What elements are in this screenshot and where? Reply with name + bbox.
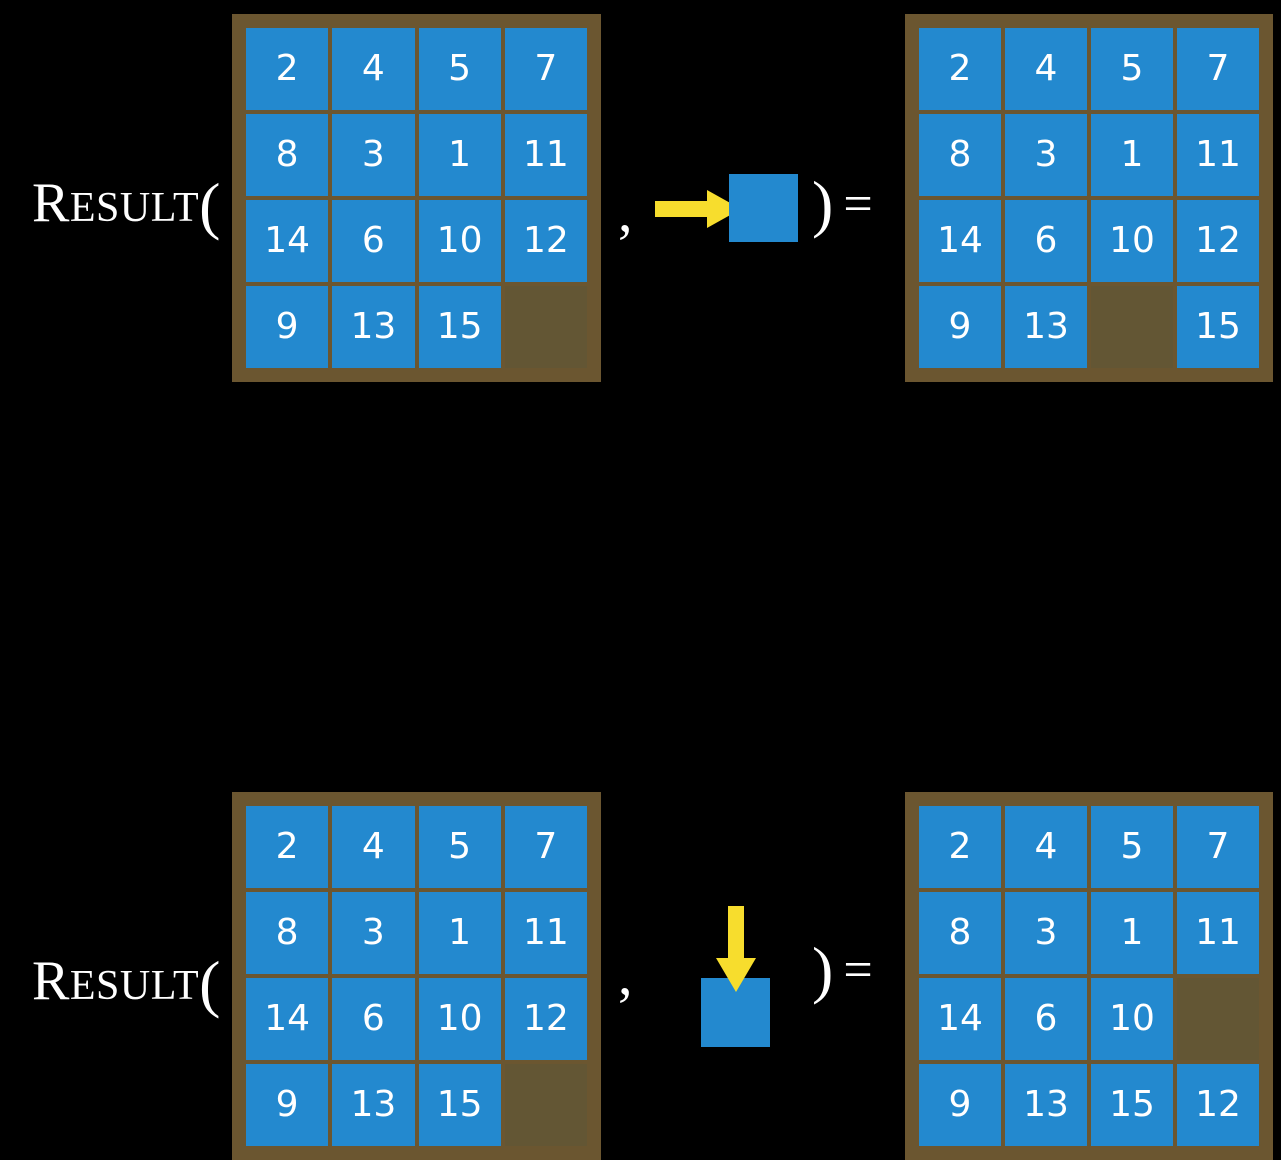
tile[interactable]: 15 [418, 286, 501, 368]
tile[interactable]: 6 [1005, 200, 1087, 282]
close-paren-bottom: ) [812, 934, 834, 1005]
operand-blank-square[interactable] [729, 174, 798, 242]
tile[interactable]: 15 [418, 1064, 501, 1146]
tile[interactable]: 8 [246, 114, 329, 196]
close-paren-equals-top: )= [812, 172, 873, 236]
tile[interactable]: 3 [1005, 114, 1087, 196]
result-label-rest: ESULT [69, 185, 200, 231]
tile[interactable]: 11 [504, 892, 587, 974]
tile[interactable]: 8 [919, 892, 1001, 974]
tile[interactable]: 1 [418, 892, 501, 974]
tile[interactable]: 8 [246, 892, 329, 974]
tile[interactable]: 11 [1177, 892, 1259, 974]
tile[interactable]: 10 [418, 978, 501, 1060]
tile[interactable]: 4 [332, 806, 415, 888]
tile[interactable]: 7 [1177, 806, 1259, 888]
tile[interactable]: 2 [246, 806, 329, 888]
tile[interactable]: 3 [332, 892, 415, 974]
comma-separator-top: , [618, 179, 633, 244]
input-board-move-down: 2 4 5 7 8 3 1 11 14 6 10 12 9 13 15 [232, 792, 601, 1160]
tile[interactable]: 6 [332, 978, 415, 1060]
output-board-move-right: 2 4 5 7 8 3 1 11 14 6 10 12 9 13 15 [905, 14, 1273, 382]
tile[interactable]: 12 [504, 200, 587, 282]
open-paren-bottom: ( [199, 948, 221, 1019]
output-board-move-down: 2 4 5 7 8 3 1 11 14 6 10 9 13 15 12 [905, 792, 1273, 1160]
tile[interactable]: 4 [1005, 806, 1087, 888]
operand-move-right [655, 174, 800, 244]
result-label-capital: R [32, 950, 70, 1012]
close-paren-equals-bottom: )= [812, 938, 873, 1002]
tile[interactable]: 8 [919, 114, 1001, 196]
tile[interactable]: 14 [246, 200, 329, 282]
tile[interactable]: 12 [504, 978, 587, 1060]
tile[interactable]: 13 [1005, 286, 1087, 368]
operand-move-down [698, 906, 774, 1051]
empty-slot[interactable] [1091, 286, 1173, 368]
tile[interactable]: 10 [1091, 200, 1173, 282]
equation-row-move-down: RESULT( 2 4 5 7 8 3 1 11 14 6 10 12 9 13… [0, 390, 1281, 1160]
tile[interactable]: 14 [919, 978, 1001, 1060]
empty-slot[interactable] [504, 286, 587, 368]
arrow-right-icon [655, 190, 741, 228]
tile[interactable]: 5 [1091, 806, 1173, 888]
tile[interactable]: 15 [1177, 286, 1259, 368]
tile[interactable]: 13 [332, 1064, 415, 1146]
close-paren-top: ) [812, 168, 834, 239]
tile[interactable]: 4 [1005, 28, 1087, 110]
tile[interactable]: 5 [418, 28, 501, 110]
tile[interactable]: 12 [1177, 1064, 1259, 1146]
tile[interactable]: 9 [246, 1064, 329, 1146]
tile[interactable]: 14 [246, 978, 329, 1060]
tile[interactable]: 12 [1177, 200, 1259, 282]
tile[interactable]: 3 [332, 114, 415, 196]
equals-sign-bottom: = [843, 942, 873, 999]
tile[interactable]: 9 [246, 286, 329, 368]
result-function-label-top: RESULT( [32, 168, 221, 238]
equation-row-move-right: RESULT( 2 4 5 7 8 3 1 11 14 6 10 12 9 13… [0, 0, 1281, 390]
tile[interactable]: 11 [504, 114, 587, 196]
tile[interactable]: 1 [418, 114, 501, 196]
result-label-rest: ESULT [69, 963, 200, 1009]
tile[interactable]: 15 [1091, 1064, 1173, 1146]
tile[interactable]: 5 [418, 806, 501, 888]
comma-separator-bottom: , [618, 942, 633, 1007]
tile[interactable]: 14 [919, 200, 1001, 282]
tile[interactable]: 2 [246, 28, 329, 110]
result-function-label-bottom: RESULT( [32, 946, 221, 1016]
tile[interactable]: 9 [919, 286, 1001, 368]
empty-slot[interactable] [1177, 978, 1259, 1060]
tile[interactable]: 10 [1091, 978, 1173, 1060]
input-board-move-right: 2 4 5 7 8 3 1 11 14 6 10 12 9 13 15 [232, 14, 601, 382]
tile[interactable]: 13 [332, 286, 415, 368]
tile[interactable]: 9 [919, 1064, 1001, 1146]
tile[interactable]: 7 [1177, 28, 1259, 110]
tile[interactable]: 2 [919, 806, 1001, 888]
tile[interactable]: 3 [1005, 892, 1087, 974]
result-label-capital: R [32, 172, 70, 234]
arrow-down-icon [716, 906, 756, 992]
tile[interactable]: 7 [504, 28, 587, 110]
tile[interactable]: 4 [332, 28, 415, 110]
equals-sign-top: = [843, 176, 873, 233]
tile[interactable]: 6 [332, 200, 415, 282]
tile[interactable]: 1 [1091, 114, 1173, 196]
open-paren-top: ( [199, 170, 221, 241]
tile[interactable]: 10 [418, 200, 501, 282]
empty-slot[interactable] [504, 1064, 587, 1146]
tile[interactable]: 7 [504, 806, 587, 888]
tile[interactable]: 1 [1091, 892, 1173, 974]
tile[interactable]: 5 [1091, 28, 1173, 110]
tile[interactable]: 11 [1177, 114, 1259, 196]
tile[interactable]: 13 [1005, 1064, 1087, 1146]
tile[interactable]: 6 [1005, 978, 1087, 1060]
tile[interactable]: 2 [919, 28, 1001, 110]
